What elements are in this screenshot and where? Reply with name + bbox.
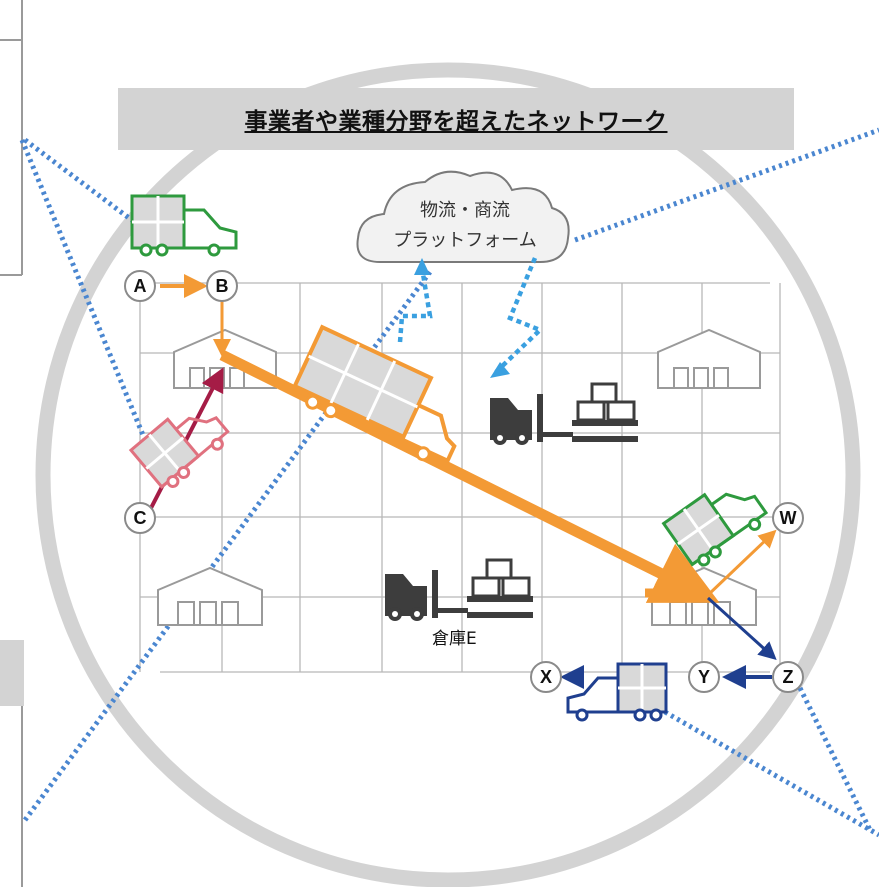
left-frame-lines — [0, 0, 23, 887]
banner-title: 事業者や業種分野を超えたネットワーク — [244, 109, 668, 135]
cloud-icon — [356, 170, 570, 263]
left-panel-fragment — [0, 640, 24, 706]
warehouse-e-label: 倉庫E — [432, 629, 477, 649]
navy-truck-icon — [566, 662, 668, 722]
route-to-w — [706, 529, 777, 597]
green-tilted-truck-icon — [661, 492, 769, 567]
cloud-label: 物流・商流 プラットフォーム — [375, 196, 555, 256]
node-b: B — [206, 270, 238, 302]
node-z: Z — [772, 661, 804, 693]
orange-truck-icon — [292, 324, 457, 464]
network-ring — [35, 62, 861, 887]
platform-link-arrows — [397, 257, 545, 374]
route-to-z — [706, 596, 777, 661]
green-truck-icon — [130, 194, 238, 257]
node-w: W — [772, 502, 804, 534]
platform-down-arrowhead — [490, 362, 510, 378]
forklift-icon — [490, 382, 638, 445]
warehouse-doors — [177, 367, 731, 626]
node-x: X — [530, 661, 562, 693]
pink-truck-icon — [128, 416, 230, 490]
node-a: A — [124, 270, 156, 302]
forklift-icon — [385, 558, 533, 621]
network-banner: 事業者や業種分野を超えたネットワーク — [118, 88, 794, 150]
main-route-arrow — [219, 350, 720, 603]
platform-up-arrowhead — [414, 258, 430, 275]
cloud-line-2: プラットフォーム — [393, 230, 537, 251]
node-c: C — [124, 502, 156, 534]
cloud-line-1: 物流・商流 — [420, 200, 510, 221]
node-y: Y — [688, 661, 720, 693]
